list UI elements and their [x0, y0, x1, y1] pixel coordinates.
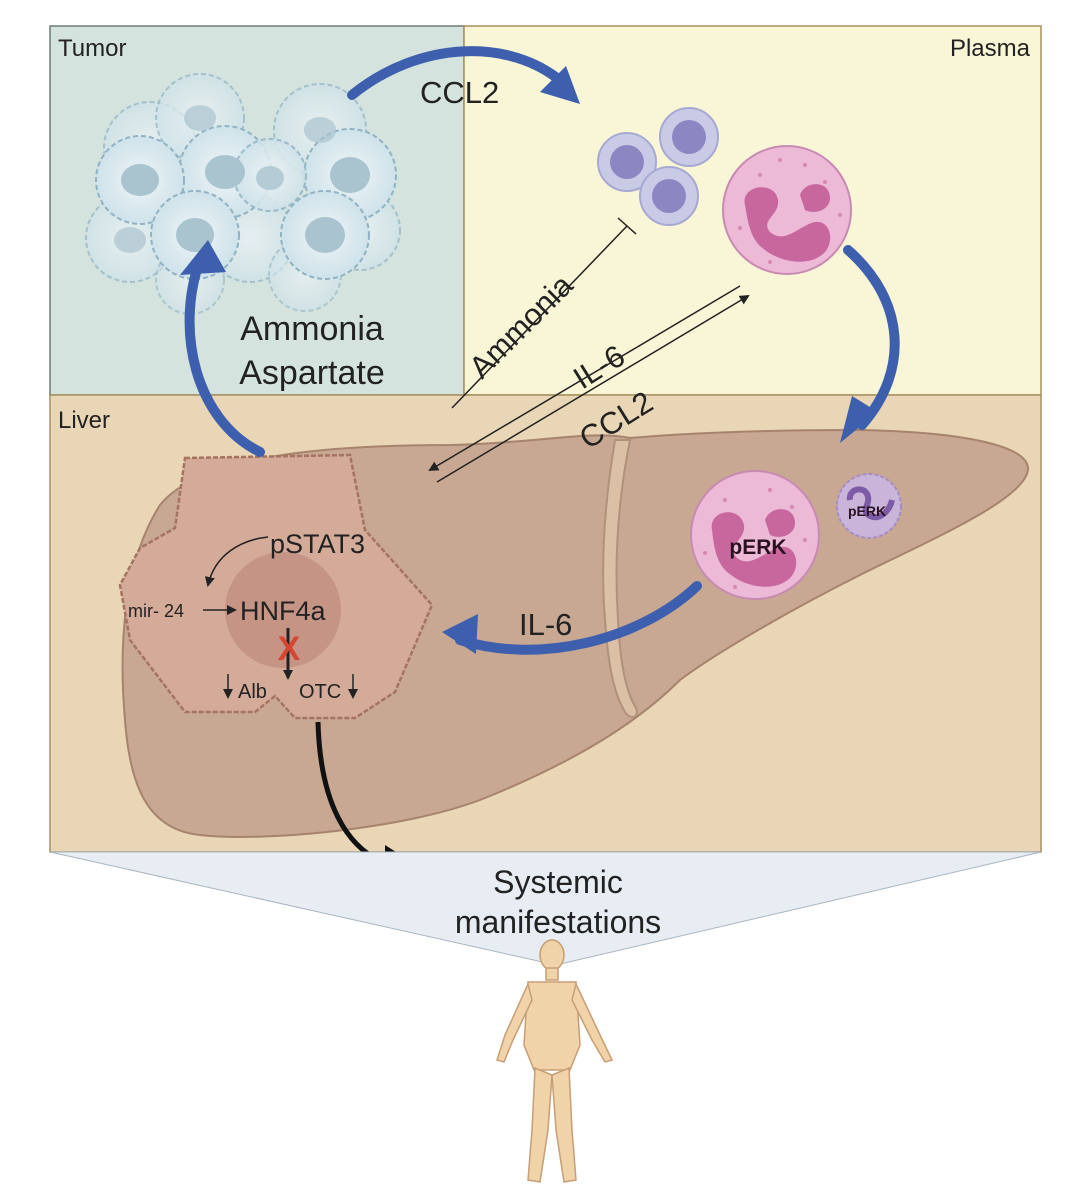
hepatocyte-cell [118, 453, 434, 720]
otc-label: OTC [299, 681, 341, 703]
liver-label: Liver [58, 407, 110, 434]
funnel [49, 851, 1042, 966]
human-figure [496, 939, 614, 1183]
tumor-label: Tumor [58, 35, 126, 62]
il6-liver-label: IL-6 [519, 607, 572, 642]
x-mark: X [278, 630, 301, 668]
ccl2-line [428, 285, 741, 472]
alb-label: Alb [238, 681, 267, 703]
perk-large-label: pERK [729, 536, 786, 559]
ccl2-top-label: CCL2 [420, 75, 499, 110]
signal-lines [428, 217, 750, 483]
plasma-label: Plasma [950, 35, 1031, 62]
ammonia-label: Ammonia [240, 310, 384, 348]
hnf4a-label: HNF4a [240, 596, 327, 626]
il6-line [436, 294, 750, 483]
small-cell-liver: pERK [836, 473, 902, 539]
perk-small-label: pERK [848, 503, 886, 519]
tumor-nuclei [114, 105, 370, 253]
aspartate-label: Aspartate [239, 354, 385, 392]
lymphocyte-cells [597, 107, 719, 226]
neutrophil-plasma [722, 145, 852, 275]
hepatocyte-arrows [203, 536, 358, 699]
systemic-label: Systemic [493, 864, 623, 900]
mir24-label: mir- 24 [128, 601, 184, 621]
neutrophil-liver: pERK [690, 470, 820, 600]
pstat3-label: pSTAT3 [270, 529, 365, 559]
blue-arrows [180, 46, 900, 655]
hepatocyte-nucleus [225, 552, 341, 668]
ammonia-inhibition-line [451, 225, 628, 409]
manifestations-label: manifestations [455, 904, 661, 940]
